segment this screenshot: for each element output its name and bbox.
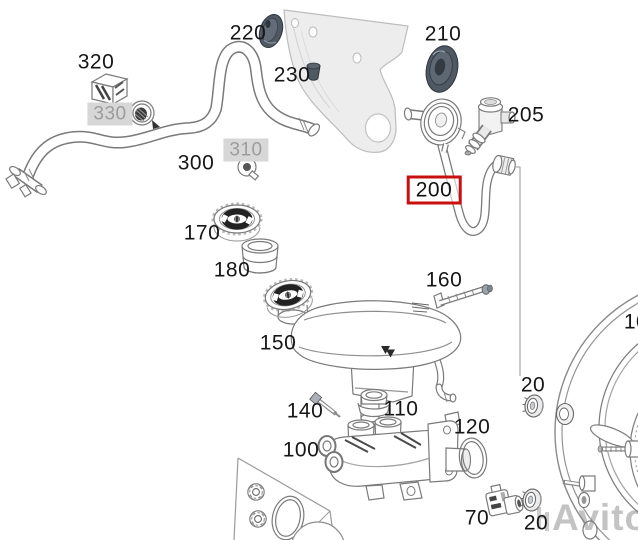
grommet-20-top [520, 392, 545, 419]
flange-fitting [403, 98, 466, 153]
master-cylinder-100 [317, 411, 472, 501]
o-ring-120 [458, 437, 488, 479]
plug-230 [306, 62, 321, 81]
part-label-110: 110 [383, 397, 419, 421]
part-label-310-muted: 310 [223, 138, 269, 162]
part-label-330-muted: 330 [87, 102, 133, 126]
part-label-160: 160 [425, 268, 463, 292]
part-label-170: 170 [183, 221, 221, 245]
part-label-120: 120 [453, 415, 491, 439]
connector-320 [90, 73, 129, 106]
elbow-connector-205 [464, 97, 516, 156]
pipe-300 [5, 40, 321, 198]
strainer-180 [241, 238, 279, 274]
part-label-205: 205 [507, 103, 545, 127]
part-label-150: 150 [259, 331, 297, 355]
pin-140 [309, 391, 341, 418]
avito-watermark: Avito [552, 497, 638, 538]
clamp-330 [129, 100, 160, 129]
seal-220 [258, 13, 284, 49]
part-label-70: 70 [464, 506, 490, 530]
part-label-20-bottom: 20 [523, 511, 549, 535]
part-label-100: 100 [282, 438, 320, 462]
part-label-140: 140 [286, 399, 324, 423]
switch-70 [485, 483, 524, 517]
plug-110 [357, 388, 391, 418]
part-label-10-clipped: 10 [623, 310, 638, 334]
mounting-bracket [283, 9, 409, 153]
pipe-end-fitting [5, 165, 47, 198]
part-label-220: 220 [229, 21, 267, 45]
part-label-130-balloon: 130 [303, 538, 333, 540]
part-label-20-top: 20 [520, 373, 546, 397]
grommet-210 [425, 45, 459, 93]
part-label-230: 230 [273, 63, 311, 87]
pin-160 [433, 284, 493, 309]
brake-booster-10 [554, 294, 638, 540]
kit-balloon [291, 521, 345, 540]
repair-kit-panel [233, 457, 345, 540]
part-label-200-highlighted: 200 [406, 175, 462, 205]
part-label-320: 320 [77, 50, 115, 74]
part-label-180: 180 [213, 258, 251, 282]
cap-170 [214, 205, 261, 242]
part-label-210: 210 [424, 22, 462, 46]
watermark-partial-glyph [537, 507, 549, 531]
part-label-300: 300 [177, 151, 215, 175]
